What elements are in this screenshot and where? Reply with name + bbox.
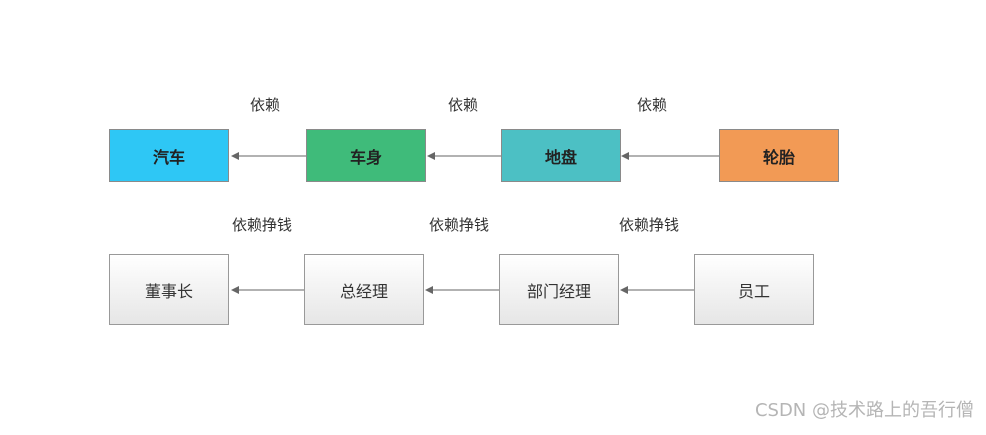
node-chesheng: 车身	[306, 129, 426, 182]
edge-label-row2-2: 依赖挣钱	[429, 216, 490, 234]
edge-label-row1-1: 依赖	[250, 96, 281, 114]
edge-label-row2-3: 依赖挣钱	[619, 216, 680, 234]
edge-label-row2-1: 依赖挣钱	[232, 216, 293, 234]
node-qiche: 汽车	[109, 129, 229, 182]
node-luntai: 轮胎	[719, 129, 839, 182]
node-yuangong: 员工	[694, 254, 814, 325]
node-dongshizhang: 董事长	[109, 254, 229, 325]
node-dipan: 地盘	[501, 129, 621, 182]
csdn-watermark: CSDN @技术路上的吾行僧	[754, 400, 974, 421]
node-bumenjingli: 部门经理	[499, 254, 619, 325]
node-zongjingli: 总经理	[304, 254, 424, 325]
edge-label-row1-3: 依赖	[637, 96, 668, 114]
edge-label-row1-2: 依赖	[448, 96, 479, 114]
